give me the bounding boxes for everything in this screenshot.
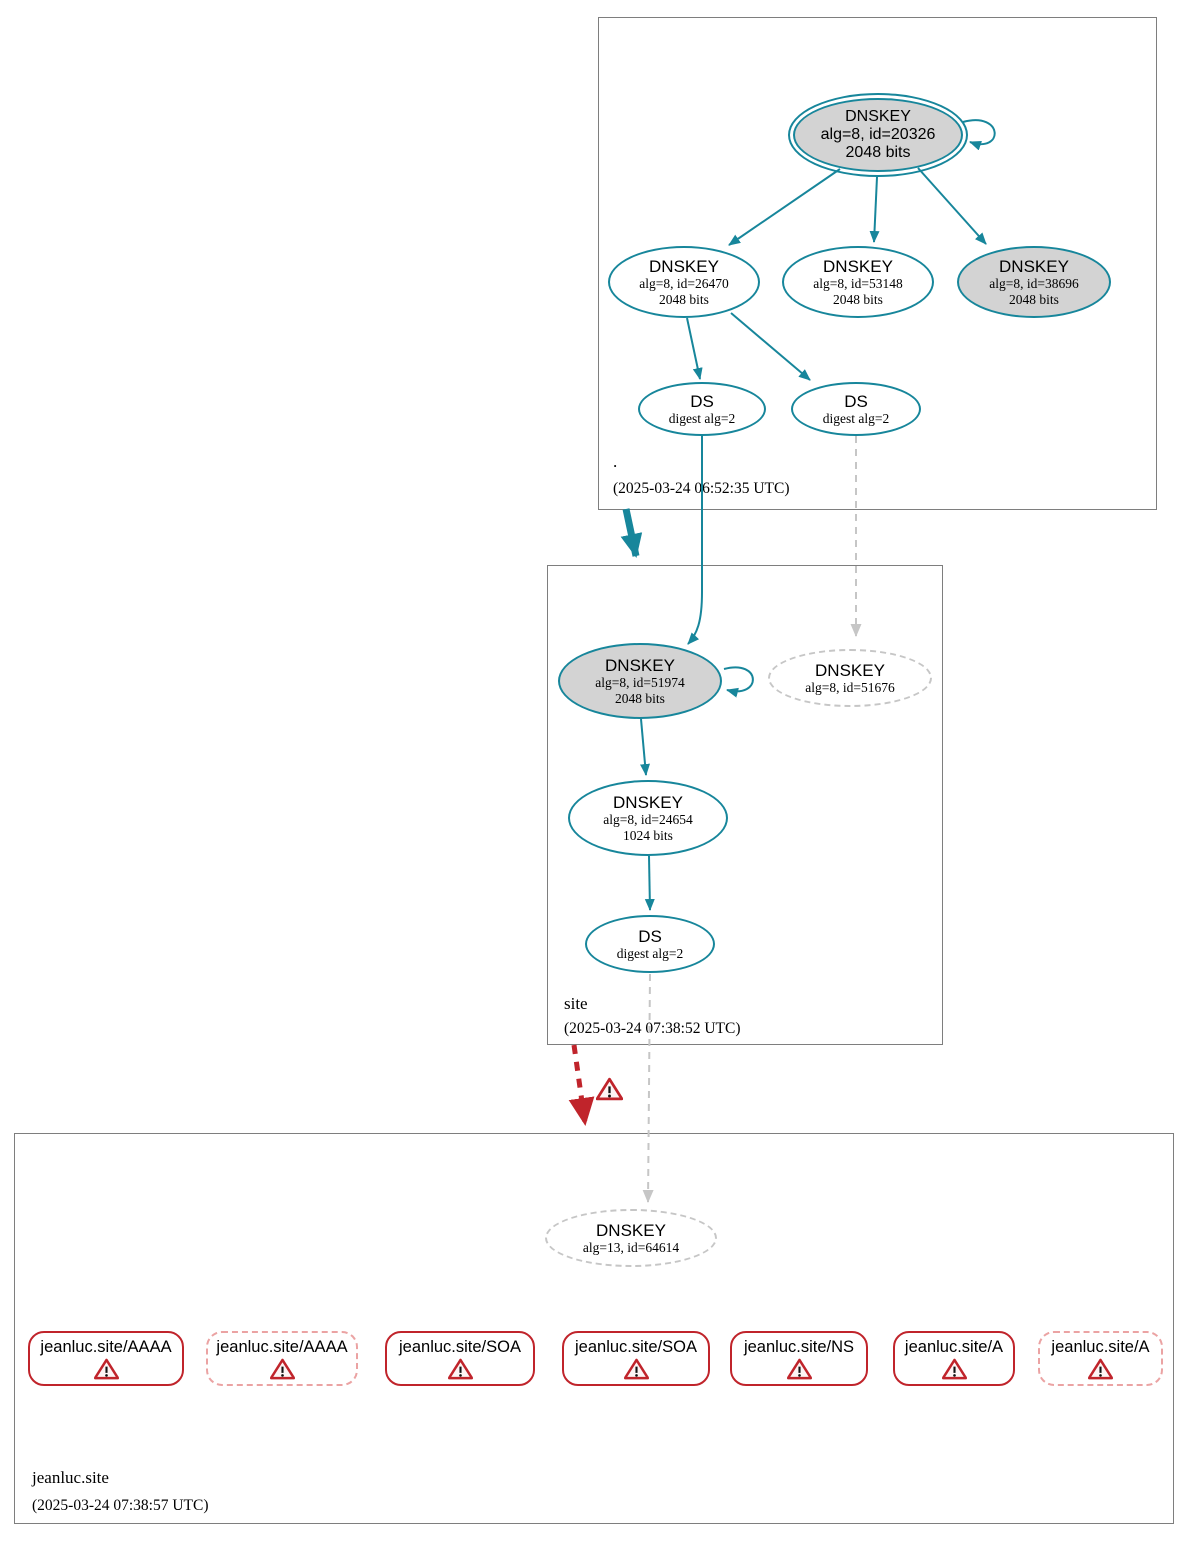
edge-delegation-site-jeanluc-bogus (568, 1044, 595, 1126)
node-detail: digest alg=2 (616, 945, 684, 961)
node-title: DNSKEY (613, 792, 683, 812)
zone-timestamp-site: (2025-03-24 07:38:52 UTC) (564, 1020, 741, 1037)
dnskey-node-53148[interactable]: DNSKEY alg=8, id=53148 2048 bits (782, 246, 934, 318)
dnskey-node-20326[interactable]: DNSKEY alg=8, id=20326 2048 bits (788, 93, 968, 177)
dnskey-node-26470[interactable]: DNSKEY alg=8, id=26470 2048 bits (608, 246, 760, 318)
warning-icon (942, 1358, 967, 1380)
zone-box-site (547, 565, 943, 1045)
rrset-label: jeanluc.site/A (1051, 1338, 1150, 1357)
node-title: DS (690, 391, 714, 411)
ds-node-site[interactable]: DS digest alg=2 (585, 915, 715, 973)
zone-label-root: . (613, 452, 618, 471)
node-detail: digest alg=2 (822, 410, 890, 426)
key-fill (793, 98, 963, 172)
rrset-jeanluc-site-soa-2[interactable]: jeanluc.site/SOA (562, 1331, 710, 1386)
node-title: DNSKEY (999, 256, 1069, 276)
node-title: DS (638, 926, 662, 946)
dnskey-node-64614-missing[interactable]: DNSKEY alg=13, id=64614 (545, 1209, 717, 1267)
rrset-jeanluc-site-a-dashed[interactable]: jeanluc.site/A (1038, 1331, 1163, 1386)
node-detail: 2048 bits (615, 690, 665, 706)
node-detail: alg=8, id=26470 (639, 275, 729, 291)
node-title: DS (844, 391, 868, 411)
rrset-label: jeanluc.site/SOA (399, 1338, 521, 1357)
warning-icon (448, 1358, 473, 1380)
node-detail: alg=8, id=38696 (989, 275, 1079, 291)
zone-timestamp-jeanluc-site: (2025-03-24 07:38:57 UTC) (32, 1497, 209, 1514)
rrset-label: jeanluc.site/SOA (575, 1338, 697, 1357)
warning-icon (624, 1358, 649, 1380)
rrset-label: jeanluc.site/A (904, 1338, 1004, 1357)
node-detail: digest alg=2 (668, 410, 736, 426)
dnskey-node-24654[interactable]: DNSKEY alg=8, id=24654 1024 bits (568, 780, 728, 856)
warning-icon (787, 1358, 812, 1380)
node-detail: 2048 bits (659, 291, 709, 307)
zone-label-jeanluc-site: jeanluc.site (32, 1468, 109, 1487)
dnskey-node-51676-missing[interactable]: DNSKEY alg=8, id=51676 (768, 649, 932, 707)
ds-node-root-left[interactable]: DS digest alg=2 (638, 382, 766, 436)
dnskey-node-38696[interactable]: DNSKEY alg=8, id=38696 2048 bits (957, 246, 1111, 318)
node-title: DNSKEY (815, 660, 885, 680)
warning-icon (596, 1077, 623, 1101)
node-detail: 2048 bits (1009, 291, 1059, 307)
node-title: DNSKEY (596, 1220, 666, 1240)
node-detail: alg=8, id=51974 (595, 674, 685, 690)
rrset-label: jeanluc.site/NS (743, 1338, 855, 1357)
warning-icon (1088, 1358, 1113, 1380)
node-detail: alg=8, id=20326 (820, 126, 936, 143)
node-title: DNSKEY (823, 256, 893, 276)
node-detail: 1024 bits (623, 827, 673, 843)
dnskey-node-51974[interactable]: DNSKEY alg=8, id=51974 2048 bits (558, 643, 722, 719)
warning-icon (94, 1358, 119, 1380)
rrset-jeanluc-site-aaaa-dashed[interactable]: jeanluc.site/AAAA (206, 1331, 358, 1386)
node-title: DNSKEY (605, 655, 675, 675)
ds-node-root-right[interactable]: DS digest alg=2 (791, 382, 921, 436)
warning-icon (270, 1358, 295, 1380)
rrset-label: jeanluc.site/AAAA (216, 1338, 348, 1357)
zone-box-jeanluc-site (14, 1133, 1174, 1524)
rrset-jeanluc-site-a[interactable]: jeanluc.site/A (893, 1331, 1015, 1386)
rrset-jeanluc-site-soa[interactable]: jeanluc.site/SOA (385, 1331, 535, 1386)
rrset-jeanluc-site-aaaa[interactable]: jeanluc.site/AAAA (28, 1331, 184, 1386)
edge-delegation-root-site (620, 508, 643, 558)
zone-label-site: site (564, 994, 588, 1013)
node-title: DNSKEY (845, 108, 911, 125)
node-detail: alg=8, id=53148 (813, 275, 903, 291)
rrset-label: jeanluc.site/AAAA (40, 1338, 172, 1357)
zone-timestamp-root: (2025-03-24 06:52:35 UTC) (613, 480, 790, 497)
node-title: DNSKEY (649, 256, 719, 276)
node-detail: alg=8, id=51676 (805, 679, 895, 695)
node-detail: alg=13, id=64614 (582, 1239, 680, 1255)
node-detail: 2048 bits (845, 144, 911, 161)
rrset-jeanluc-site-ns[interactable]: jeanluc.site/NS (730, 1331, 868, 1386)
node-detail: alg=8, id=24654 (603, 811, 693, 827)
zone-box-root (598, 17, 1157, 510)
node-detail: 2048 bits (833, 291, 883, 307)
